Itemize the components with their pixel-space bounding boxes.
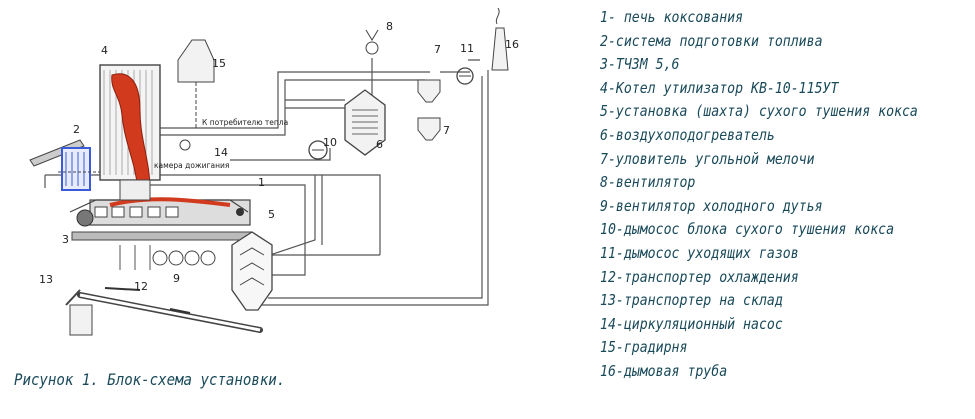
- label-7a: 7: [434, 43, 441, 56]
- label-2: 2: [73, 123, 80, 136]
- legend-item: 16-дымовая труба: [600, 361, 728, 380]
- smoke-exhauster-10: [308, 140, 328, 160]
- legend-item: 7-уловитель угольной мелочи: [600, 149, 815, 168]
- label-7b: 7: [443, 124, 450, 137]
- afterburn-chamber-label: камера дожигания: [154, 161, 229, 170]
- label-13: 13: [39, 273, 53, 286]
- air-heater-6: [344, 89, 386, 156]
- legend-item: 1- печь коксования: [600, 8, 744, 26]
- conveyor-13: [65, 289, 93, 336]
- label-8: 8: [386, 20, 393, 33]
- right-return-duct: [262, 70, 489, 306]
- legend-item: 8-вентилятор: [600, 173, 696, 192]
- label-11: 11: [460, 42, 474, 55]
- figure-caption: Рисунок 1. Блок-схема установки.: [14, 370, 286, 389]
- process-diagram: 1 2 3 4 5 6 7 7 8 9 10 11 12 13 14 15 16…: [29, 7, 519, 336]
- fan-8: [365, 29, 379, 55]
- coking-furnace: [69, 197, 253, 270]
- quench-shaft-5: [231, 231, 273, 311]
- legend-item: 9-вентилятор холодного дутья: [600, 196, 823, 215]
- label-15: 15: [212, 57, 226, 70]
- heater-duct: [285, 99, 345, 109]
- boiler-4: [99, 64, 161, 201]
- label-6: 6: [376, 138, 383, 151]
- label-9: 9: [173, 272, 180, 285]
- legend-item: 14-циркуляционный насос: [600, 314, 783, 333]
- legend-item: 11-дымосос уходящих газов: [600, 243, 799, 262]
- legend-item: 15-градирня: [600, 338, 688, 357]
- cooling-tower-15: [177, 39, 215, 128]
- legend-item: 2-система подготовки топлива: [600, 31, 823, 50]
- label-4: 4: [101, 44, 108, 57]
- heat-consumer-label: К потребителю тепла: [202, 118, 288, 127]
- legend-item: 12-транспортер охлаждения: [600, 267, 799, 286]
- chimney-16: [491, 7, 509, 71]
- exhaust-fan-11: [456, 67, 474, 85]
- legend-list: 1- печь коксования 2-система подготовки …: [600, 6, 918, 384]
- legend-item: 5-установка (шахта) сухого тушения кокса: [600, 102, 918, 121]
- fuel-system-2: [29, 139, 100, 191]
- legend-item: 3-ТЧЗМ 5,6: [600, 55, 680, 74]
- circulation-pump-14: [179, 139, 191, 151]
- label-10: 10: [323, 136, 337, 149]
- conveyor-12: [77, 287, 263, 333]
- label-5: 5: [268, 208, 275, 221]
- label-1: 1: [258, 176, 265, 189]
- label-3: 3: [62, 233, 69, 246]
- legend-item: 13-транспортер на склад: [600, 291, 783, 310]
- label-12: 12: [134, 280, 148, 293]
- dust-catchers-7: [417, 79, 441, 141]
- duct-10: [254, 175, 323, 261]
- duct-to-stack: [440, 59, 480, 73]
- label-16: 16: [505, 38, 519, 51]
- legend-item: 6-воздухоподогреватель: [600, 125, 775, 144]
- legend-item: 4-Котел утилизатор КВ-10-115УТ: [600, 78, 839, 97]
- label-14: 14: [214, 146, 228, 159]
- legend-item: 10-дымосос блока сухого тушения кокса: [600, 220, 895, 239]
- lower-duct: [150, 148, 331, 276]
